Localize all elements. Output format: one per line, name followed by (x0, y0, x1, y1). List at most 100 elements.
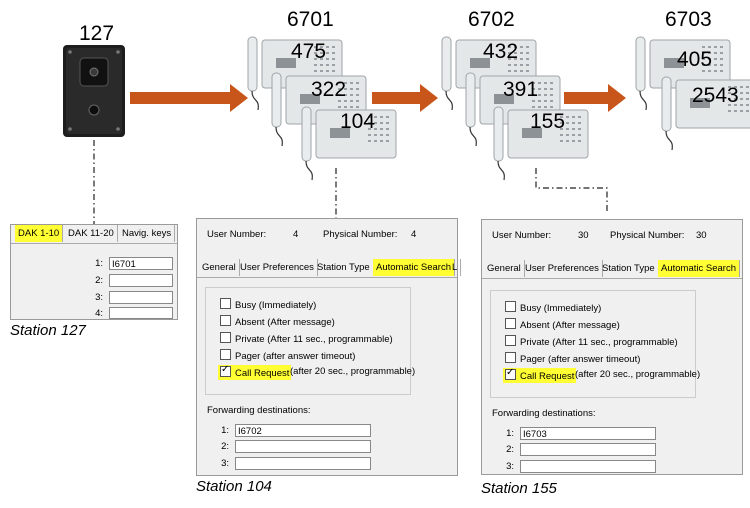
user-number-value: 4 (293, 229, 299, 240)
tab-user-preferences[interactable]: User Preferences (522, 260, 603, 277)
phone-number-391: 391 (503, 78, 539, 101)
checkbox-busy[interactable] (220, 298, 231, 309)
option-pager-label: Pager (after answer timeout) (235, 351, 356, 362)
option-busy[interactable]: Busy (Immediately) (505, 301, 601, 314)
option-call-request-label: (after 20 sec., programmable) (575, 369, 701, 380)
checkbox-private[interactable] (220, 332, 231, 343)
option-pager[interactable]: Pager (after answer timeout) (220, 349, 355, 362)
physical-number-label: Physical Number: (610, 230, 685, 241)
phone-number-155: 155 (530, 110, 566, 133)
option-call-request-name: Call Request (235, 368, 290, 379)
fwd-index-3: 3: (221, 458, 229, 469)
fwd-index-1: 1: (221, 425, 229, 436)
user-number-label: User Number: (492, 230, 552, 241)
option-private-label: Private (After 11 sec., programmable) (520, 337, 678, 348)
tab-overflow[interactable]: L (449, 259, 462, 276)
tab-automatic-search[interactable]: Automatic Search (373, 259, 455, 276)
dak-field-4[interactable] (109, 307, 173, 319)
phone-number-405: 405 (677, 48, 713, 71)
phone-number-322: 322 (311, 78, 347, 101)
checkbox-absent[interactable] (220, 315, 231, 326)
dak-field-1[interactable]: I6701 (109, 257, 173, 270)
option-absent-label: Absent (After message) (520, 320, 620, 331)
option-absent[interactable]: Absent (After message) (220, 315, 335, 328)
fwd-index-1: 1: (506, 428, 514, 439)
option-busy[interactable]: Busy (Immediately) (220, 298, 316, 311)
forwarding-label: Forwarding destinations: (207, 405, 311, 416)
option-pager[interactable]: Pager (after answer timeout) (505, 352, 640, 365)
dak-index-2: 2: (95, 275, 103, 286)
dak-panel-127: DAK 1-10 DAK 11-20 Navig. keys 1: I6701 … (10, 224, 178, 320)
checkbox-pager[interactable] (220, 349, 231, 360)
forwarding-field-1[interactable]: I6703 (520, 427, 656, 440)
option-private[interactable]: Private (After 11 sec., programmable) (505, 335, 678, 348)
tab-automatic-search[interactable]: Automatic Search (658, 260, 740, 277)
fwd-index-3: 3: (506, 461, 514, 472)
checkbox-pager[interactable] (505, 352, 516, 363)
forwarding-field-2[interactable] (520, 443, 656, 456)
flow-arrows (130, 84, 626, 112)
option-busy-label: Busy (Immediately) (520, 303, 602, 314)
tab-general[interactable]: General (199, 259, 240, 276)
station-label-6701: 6701 (287, 8, 334, 31)
settings-panel-104: User Number: 4 Physical Number: 4 Genera… (196, 218, 462, 476)
checkbox-call-request[interactable] (220, 364, 231, 377)
station-label-6703: 6703 (665, 8, 712, 31)
checkbox-absent[interactable] (505, 318, 516, 329)
forwarding-label: Forwarding destinations: (492, 408, 596, 419)
phone-number-104: 104 (340, 110, 376, 133)
dak-field-2[interactable] (109, 274, 173, 287)
checkbox-private[interactable] (505, 335, 516, 346)
option-absent[interactable]: Absent (After message) (505, 318, 620, 331)
physical-number-value: 4 (411, 229, 417, 240)
user-number-label: User Number: (207, 229, 267, 240)
tab-user-preferences[interactable]: User Preferences (237, 259, 318, 276)
settings-tab-row: General User Preferences Station Type Au… (482, 260, 742, 279)
tab-general[interactable]: General (484, 260, 525, 277)
option-pager-label: Pager (after answer timeout) (520, 354, 641, 365)
intercom-device (63, 45, 125, 137)
tab-dak-1-10[interactable]: DAK 1-10 (15, 225, 64, 242)
checkbox-busy[interactable] (505, 301, 516, 312)
option-private-label: Private (After 11 sec., programmable) (235, 334, 393, 345)
caption-station-155: Station 155 (481, 480, 557, 497)
automatic-search-options: Busy (Immediately) Absent (After message… (490, 290, 700, 398)
phone-number-2543: 2543 (692, 84, 739, 107)
option-private[interactable]: Private (After 11 sec., programmable) (220, 332, 393, 345)
physical-number-label: Physical Number: (323, 229, 398, 240)
phone-number-475: 475 (291, 40, 327, 63)
caption-station-104: Station 104 (196, 478, 272, 495)
tab-station-type[interactable]: Station Type (314, 259, 374, 276)
phone-number-432: 432 (483, 40, 519, 63)
connector-lines (93, 140, 608, 224)
forwarding-field-3[interactable] (235, 457, 371, 470)
station-label-127: 127 (79, 22, 115, 45)
forwarding-field-3[interactable] (520, 460, 656, 473)
option-absent-label: Absent (After message) (235, 317, 335, 328)
dak-field-3[interactable] (109, 291, 173, 304)
forwarding-field-2[interactable] (235, 440, 371, 453)
checkbox-call-request[interactable] (505, 367, 516, 380)
station-label-6702: 6702 (468, 8, 515, 31)
dak-tab-row: DAK 1-10 DAK 11-20 Navig. keys (11, 225, 177, 244)
settings-tab-row: General User Preferences Station Type Au… (197, 259, 462, 278)
physical-number-value: 30 (696, 230, 707, 241)
dak-index-1: 1: (95, 258, 103, 269)
dak-index-4: 4: (95, 308, 103, 319)
fwd-index-2: 2: (221, 441, 229, 452)
option-call-request[interactable]: Call Request (218, 364, 292, 380)
settings-panel-155: User Number: 30 Physical Number: 30 Gene… (481, 219, 743, 475)
option-call-request[interactable]: Call Request (503, 367, 577, 383)
tab-navig-keys[interactable]: Navig. keys (119, 225, 176, 242)
forwarding-field-1[interactable]: I6702 (235, 424, 371, 437)
caption-station-127: Station 127 (10, 322, 86, 339)
option-call-request-name: Call Request (520, 371, 575, 382)
user-number-value: 30 (578, 230, 589, 241)
tab-station-type[interactable]: Station Type (599, 260, 659, 277)
option-call-request-label: (after 20 sec., programmable) (290, 366, 416, 377)
fwd-index-2: 2: (506, 444, 514, 455)
automatic-search-options: Busy (Immediately) Absent (After message… (205, 287, 415, 395)
option-busy-label: Busy (Immediately) (235, 300, 317, 311)
tab-dak-11-20[interactable]: DAK 11-20 (65, 225, 118, 242)
